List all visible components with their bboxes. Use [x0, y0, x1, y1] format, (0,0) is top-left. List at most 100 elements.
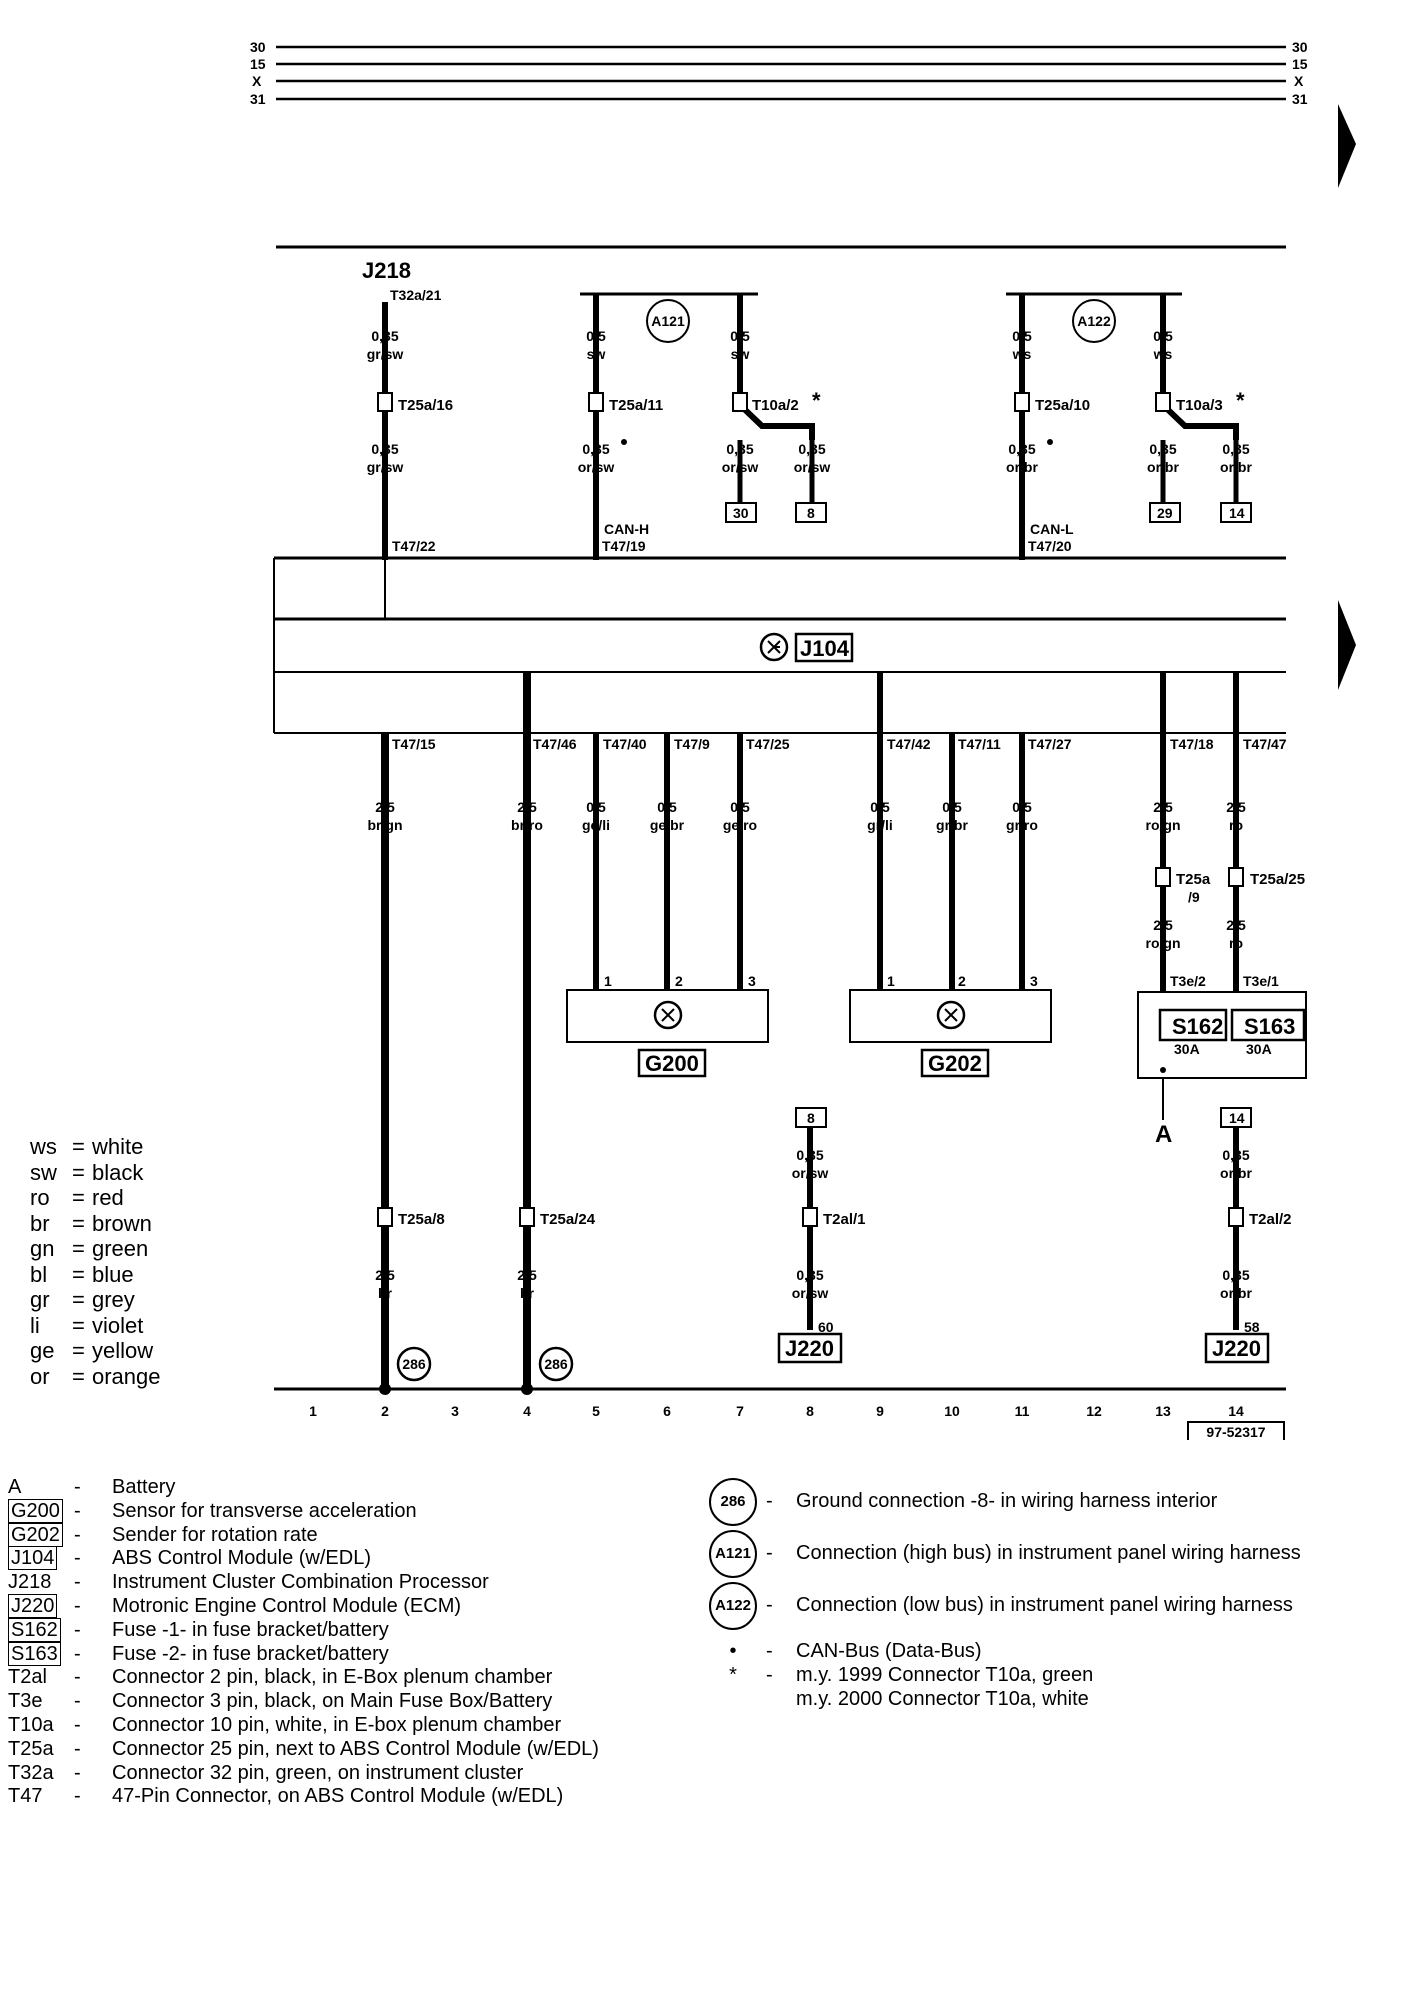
star-symbol: * [729, 1664, 737, 1687]
bus-label-15: 15 [250, 56, 266, 72]
star-t10a-3: * [1236, 388, 1245, 413]
top-ref-box-labels: 30 8 29 14 [733, 505, 1245, 521]
s163-rating: 30A [1246, 1041, 1272, 1057]
legend-dash: - [74, 1666, 81, 1689]
legend-code-text: A [8, 1476, 22, 1498]
spec-c5-size: 0,5 [586, 799, 606, 815]
t25a-connectors-right: T25a /9 T25a/25 [1155, 867, 1305, 905]
legend-code: S162 [8, 1617, 74, 1643]
spec-c8b-color: or/sw [792, 1285, 829, 1301]
legend-code: T2al [8, 1666, 74, 1690]
ref-box-30: 30 [733, 505, 749, 521]
legend-dash: - [766, 1664, 773, 1687]
color-code: ws [30, 1134, 57, 1159]
legend-code: G202 [8, 1522, 74, 1548]
color-code: gr [30, 1287, 50, 1312]
spec-c13b-color: ro/gn [1146, 935, 1181, 951]
legend-dash: - [74, 1523, 81, 1546]
ref-box-29: 29 [1157, 505, 1173, 521]
spec-w5c-size: 0,35 [1222, 441, 1249, 457]
legend-dash: - [766, 1640, 773, 1663]
g200-pin-2: 2 [675, 973, 683, 989]
symbol-row-a122: A122-Connection (low bus) in instrument … [700, 1580, 1301, 1632]
lower-ref-boxes: 8 14 [795, 1107, 1252, 1128]
spec-c10-size: 0,5 [942, 799, 962, 815]
label-t32a-21: T32a/21 [390, 287, 442, 303]
spec-c14d-size: 0,35 [1222, 1267, 1249, 1283]
legend-code: T10a [8, 1714, 74, 1738]
spec-c2b-color: br [378, 1285, 393, 1301]
label-t10a-3: T10a/3 [1176, 397, 1223, 414]
can-dot-symbol: • [729, 1640, 737, 1663]
spec-w5-size: 0,5 [1153, 328, 1173, 344]
symbol-row-dot: •-CAN-Bus (Data-Bus) [700, 1640, 1301, 1664]
legend-row: A - Battery [8, 1476, 599, 1500]
equals: = [72, 1210, 85, 1236]
fuse-box: S162 S163 30A 30A T3e/2 T3e/1 A [1137, 973, 1307, 1148]
pin-t47-42: T47/42 [887, 736, 931, 752]
ref-box-14-lower: 14 [1229, 1110, 1245, 1126]
color-name: green [92, 1236, 149, 1261]
legend-code: S163 [8, 1641, 74, 1667]
power-buses [276, 45, 1286, 101]
legend-code-text: G202 [8, 1522, 63, 1547]
spec-w1b-size: 0,35 [371, 441, 398, 457]
symbol-cell: 286 [700, 1478, 766, 1526]
color-key-row: ro=red [30, 1185, 161, 1211]
legend-dash: - [74, 1476, 81, 1498]
equals: = [72, 1159, 85, 1185]
pin-t47-46: T47/46 [533, 736, 577, 752]
spec-c14d-color: or/br [1220, 1285, 1252, 1301]
column-8: 8 [806, 1403, 814, 1419]
legend-row: T2al-Connector 2 pin, black, in E-Box pl… [8, 1666, 599, 1690]
spec-c8b-size: 0,35 [796, 1267, 823, 1283]
legend-row: G200-Sensor for transverse acceleration [8, 1498, 599, 1524]
top-ref-boxes [725, 440, 1252, 523]
color-code: or [30, 1363, 50, 1389]
s162-label: S162 [1172, 1014, 1223, 1039]
legend-desc: Battery [112, 1476, 176, 1498]
legend-code-text: T47 [8, 1785, 43, 1808]
g200-pin-1: 1 [604, 973, 612, 989]
color-name: yellow [92, 1338, 154, 1363]
label-t25a-16: T25a/16 [398, 397, 453, 414]
label-t47-22: T47/22 [392, 538, 436, 554]
color-name: violet [92, 1312, 144, 1338]
j220-pin-58: 58 [1244, 1319, 1260, 1335]
pin-t47-15: T47/15 [392, 736, 436, 752]
ground-connections: 286 286 [396, 1346, 574, 1382]
legend-code-text: G200 [8, 1498, 63, 1523]
s163-label: S163 [1244, 1014, 1295, 1039]
g202-sensor: G202 1 2 3 [849, 973, 1052, 1078]
spec-w5c-color: or/br [1220, 459, 1252, 475]
legend-code-text: J104 [8, 1546, 58, 1571]
legend-desc: Connector 32 pin, green, on instrument c… [112, 1761, 524, 1784]
color-name: red [92, 1185, 124, 1210]
color-code: gn [30, 1236, 55, 1261]
legend-row: S162-Fuse -1- in fuse bracket/battery [8, 1617, 599, 1643]
legend-desc: Motronic Engine Control Module (ECM) [112, 1594, 462, 1617]
wiring-diagram: 30 15 X 31 30 15 X 31 J218 30 8 [250, 39, 1356, 1440]
equals: = [72, 1363, 85, 1389]
symbol-row-a121: A121-Connection (high bus) in instrument… [700, 1528, 1301, 1580]
spec-w2b-color: or/sw [578, 459, 615, 475]
spec-w5b-color: or/br [1147, 459, 1179, 475]
pin-t47-18: T47/18 [1170, 736, 1214, 752]
legend-code-text: T25a [8, 1737, 54, 1760]
legend-desc: Connector 10 pin, white, in E-box plenum… [112, 1713, 562, 1736]
column-12: 12 [1086, 1403, 1102, 1419]
symbol-legend: 286-Ground connection -8- in wiring harn… [700, 1476, 1301, 1712]
label-t2al-2: T2al/2 [1249, 1211, 1292, 1228]
spec-w4-size: 0,5 [1012, 328, 1032, 344]
battery-point-a: A [1155, 1121, 1172, 1148]
column-14: 14 [1228, 1403, 1244, 1419]
a121-circle: A121 [646, 299, 690, 343]
spec-w4b-size: 0,35 [1008, 441, 1035, 457]
legend-dash: - [74, 1785, 81, 1808]
color-name: black [92, 1159, 144, 1185]
legend-dash: - [74, 1737, 81, 1760]
spec-w1b-color: gr/sw [367, 459, 404, 475]
spec-w4b-color: or/br [1006, 459, 1038, 475]
spec-w3c-color: or/sw [794, 459, 831, 475]
legend-desc: ABS Control Module (w/EDL) [112, 1547, 371, 1570]
